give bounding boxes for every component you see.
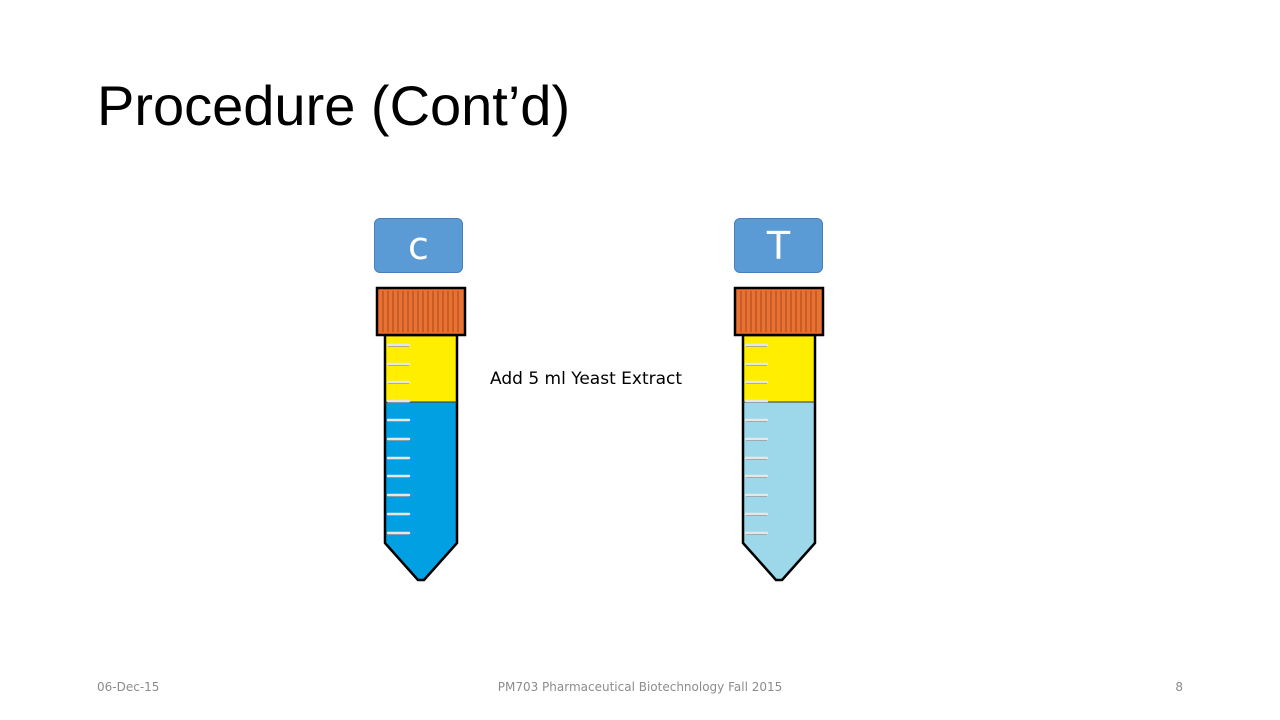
instruction-text: Add 5 ml Yeast Extract <box>490 369 683 389</box>
tube-bottom-layer <box>743 402 815 580</box>
footer-date: 06-Dec-15 <box>97 680 160 694</box>
tube-cap <box>375 286 467 337</box>
tube-bottom-layer <box>385 402 457 580</box>
footer-course: PM703 Pharmaceutical Biotechnology Fall … <box>497 680 783 694</box>
footer-page-number: 8 <box>1175 680 1183 694</box>
centrifuge-tube-t-icon <box>733 286 825 582</box>
centrifuge-tube-c-icon <box>375 286 467 582</box>
slide-title: Procedure (Cont’d) <box>97 74 571 137</box>
tube-cap <box>733 286 825 337</box>
tube-label-c: c <box>374 218 463 273</box>
tube-label-t: T <box>734 218 823 273</box>
